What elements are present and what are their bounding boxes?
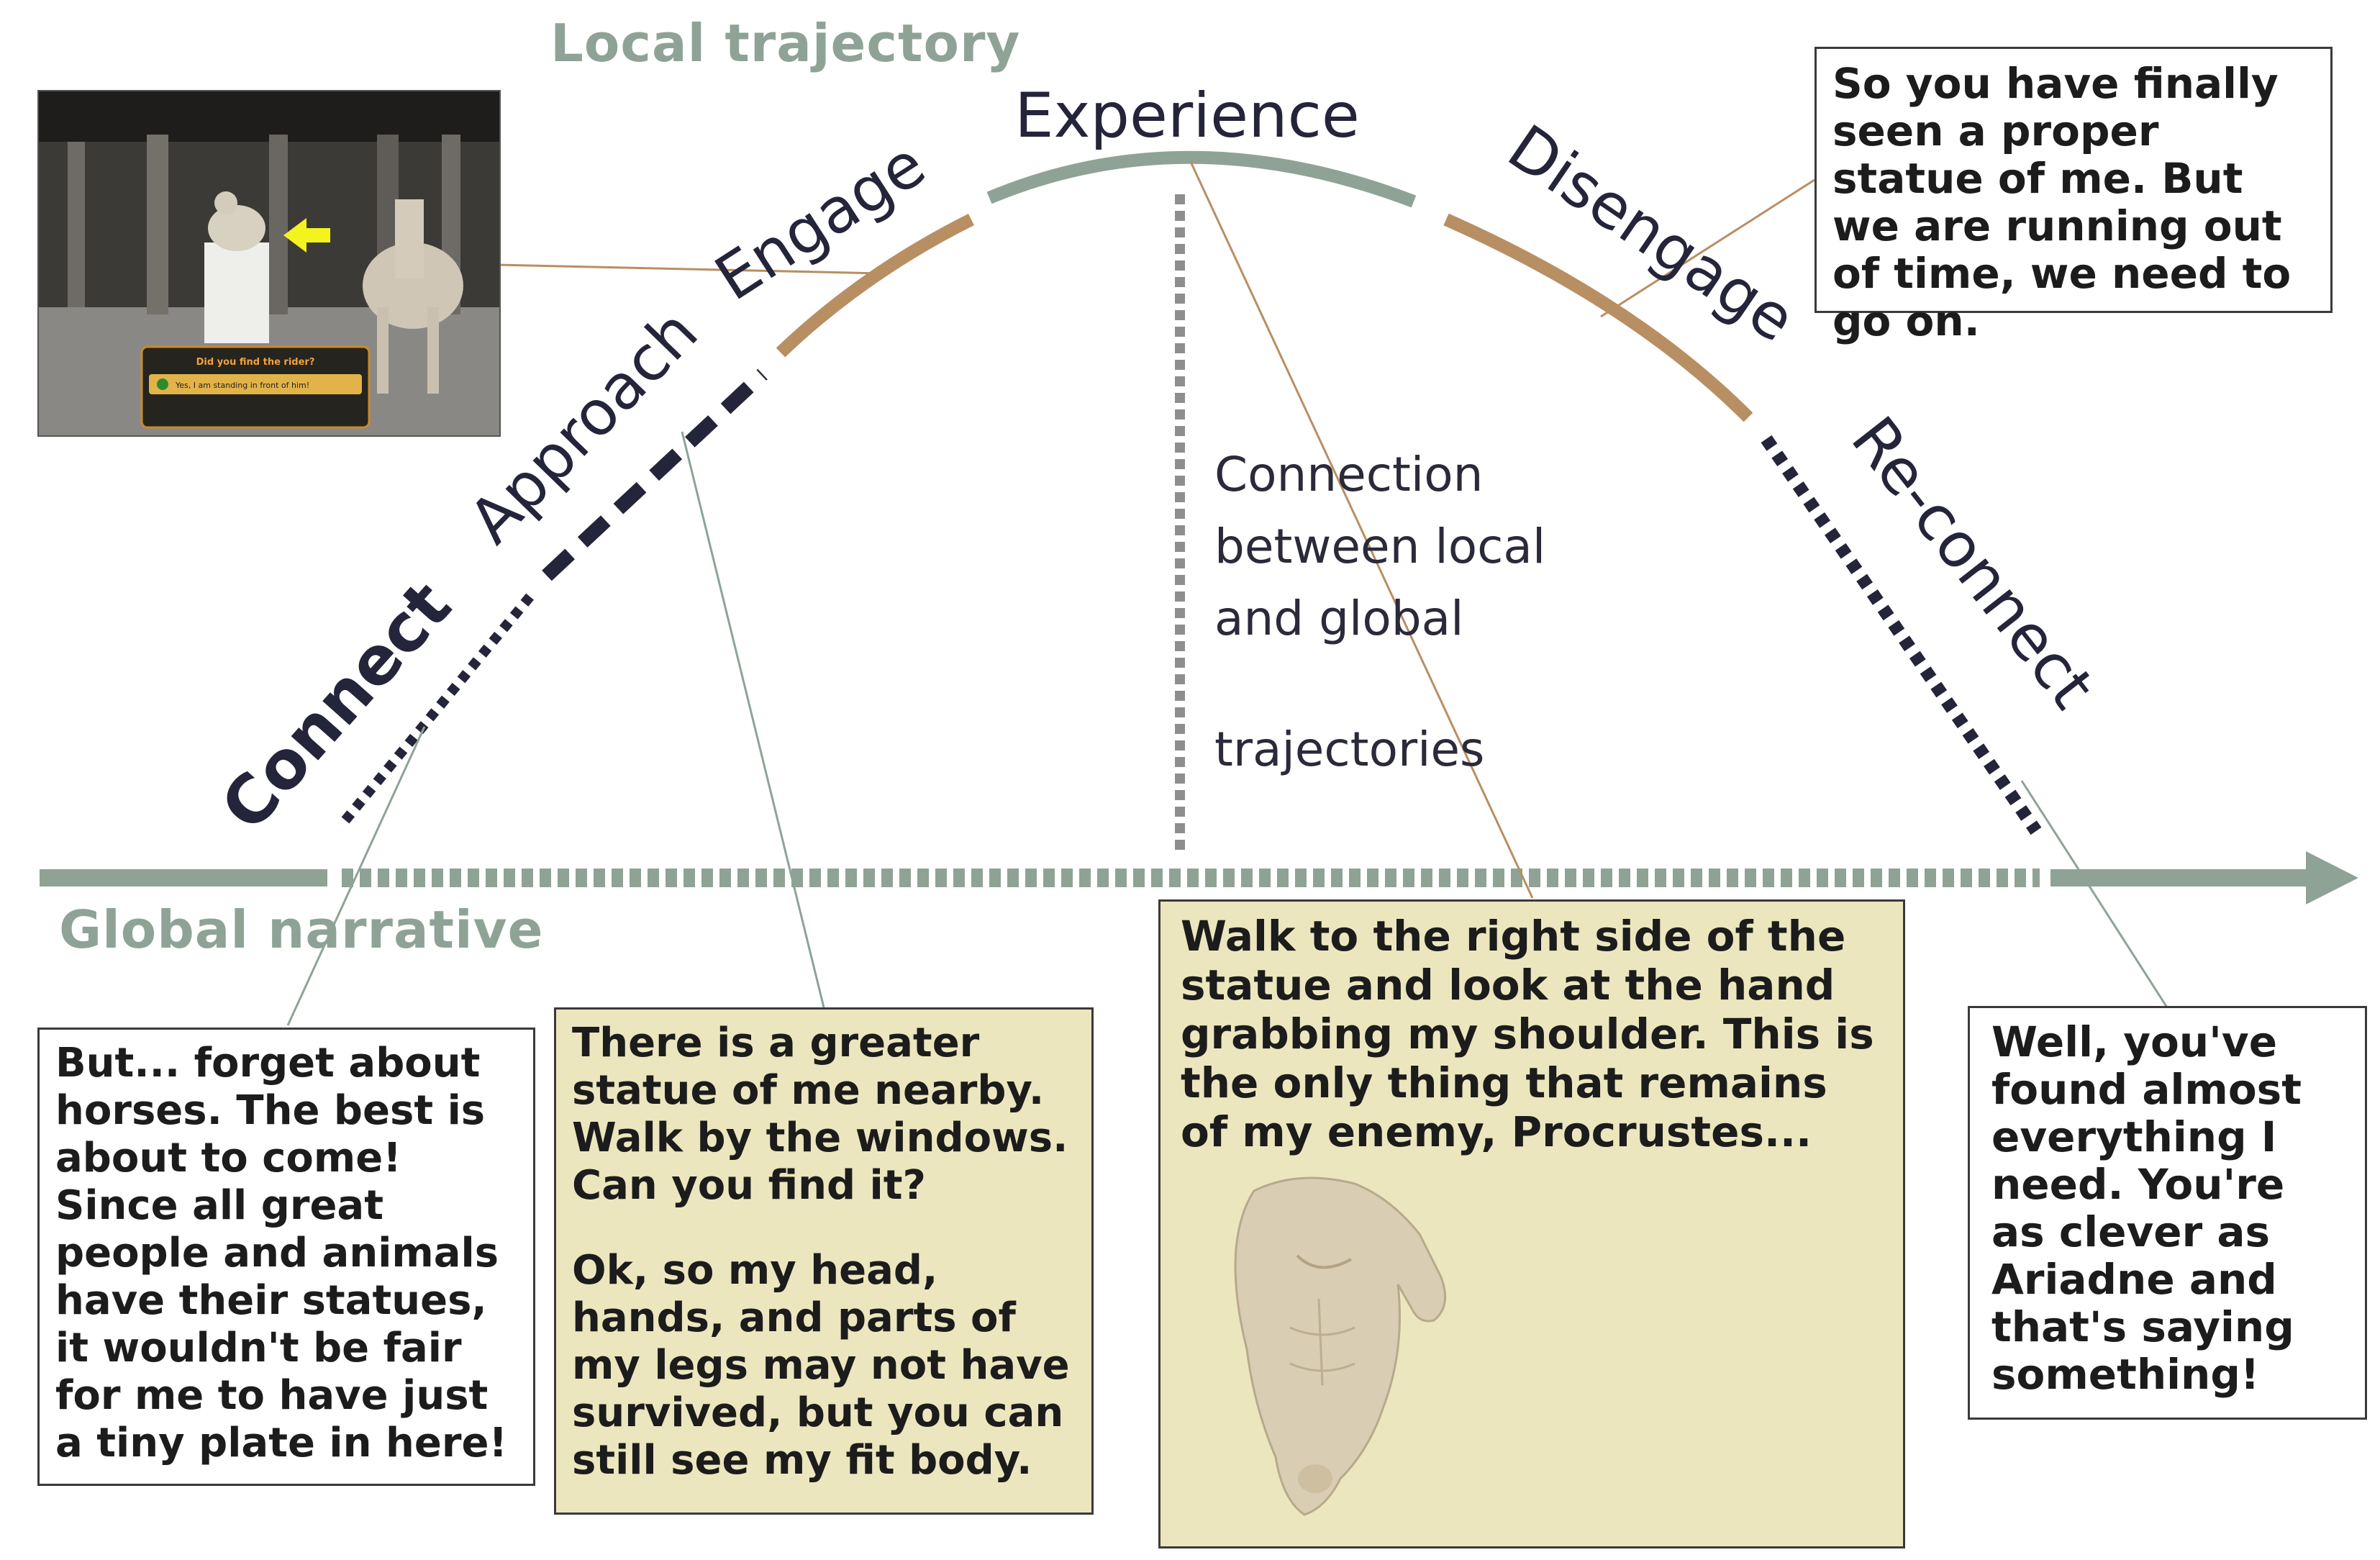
stage-label-experience: Experience [1014,80,1360,152]
screenshot-answer: Yes, I am standing in front of him! [175,381,309,390]
callout-disengage-text: So you have finally seen a proper statue… [1832,59,2292,345]
global-narrative-heading: Global narrative [59,899,544,960]
stage-label-connect: Connect [206,567,466,845]
callout-approach: There is a greater statue of me nearby. … [554,1007,1094,1515]
arc-disengage-segment [1443,213,1753,422]
leader-disengage-box [1600,178,1815,318]
arc-reconnect-segment [1761,435,2042,835]
stage-label-disengage: Disengage [1495,112,1807,356]
connection-label-line-2: between local [1214,519,1546,574]
callout-connect: But... forget about horses. The best is … [37,1028,535,1486]
torso-statue-image [1234,1176,1447,1516]
global-axis-arrowhead [2306,851,2358,904]
museum-screenshot: Did you find the rider? Yes, I am standi… [37,90,501,437]
callout-connect-text: But... forget about horses. The best is … [55,1040,507,1466]
callout-approach-text-1: There is a greater statue of me nearby. … [572,1020,1068,1209]
leader-screenshot-engage [496,263,882,275]
callout-reconnect-text: Well, you've found almost everything I n… [1991,1017,2302,1399]
arc-approach-segment [542,368,768,581]
connection-label: Connection between local and global traj… [1214,439,1545,786]
leader-connect-box [286,726,426,1026]
callout-approach-text-2: Ok, so my head, hands, and parts of my l… [572,1247,1070,1484]
connection-label-line-3: and global [1214,591,1464,646]
stage-label-engage: Engage [703,128,937,315]
local-trajectory-heading: Local trajectory [550,13,1021,73]
connection-label-line-1: Connection [1214,447,1484,502]
connection-label-line-4: trajectories [1214,722,1485,777]
arc-experience-segment [986,150,1417,208]
callout-disengage: So you have finally seen a proper statue… [1814,47,2333,345]
leader-reconnect-box [2020,780,2168,1008]
leader-approach-box [681,431,825,1008]
callout-reconnect: Well, you've found almost everything I n… [1968,1006,2367,1420]
leader-experience-box [1189,161,1534,899]
stage-label-reconnect: Re-connect [1837,404,2107,722]
callout-experience-text: Walk to the right side of the statue and… [1181,912,1874,1156]
callout-experience: Walk to the right side of the statue and… [1158,899,1905,1548]
arc-engage-segment [776,213,975,358]
screenshot-question: Did you find the rider? [196,357,315,368]
